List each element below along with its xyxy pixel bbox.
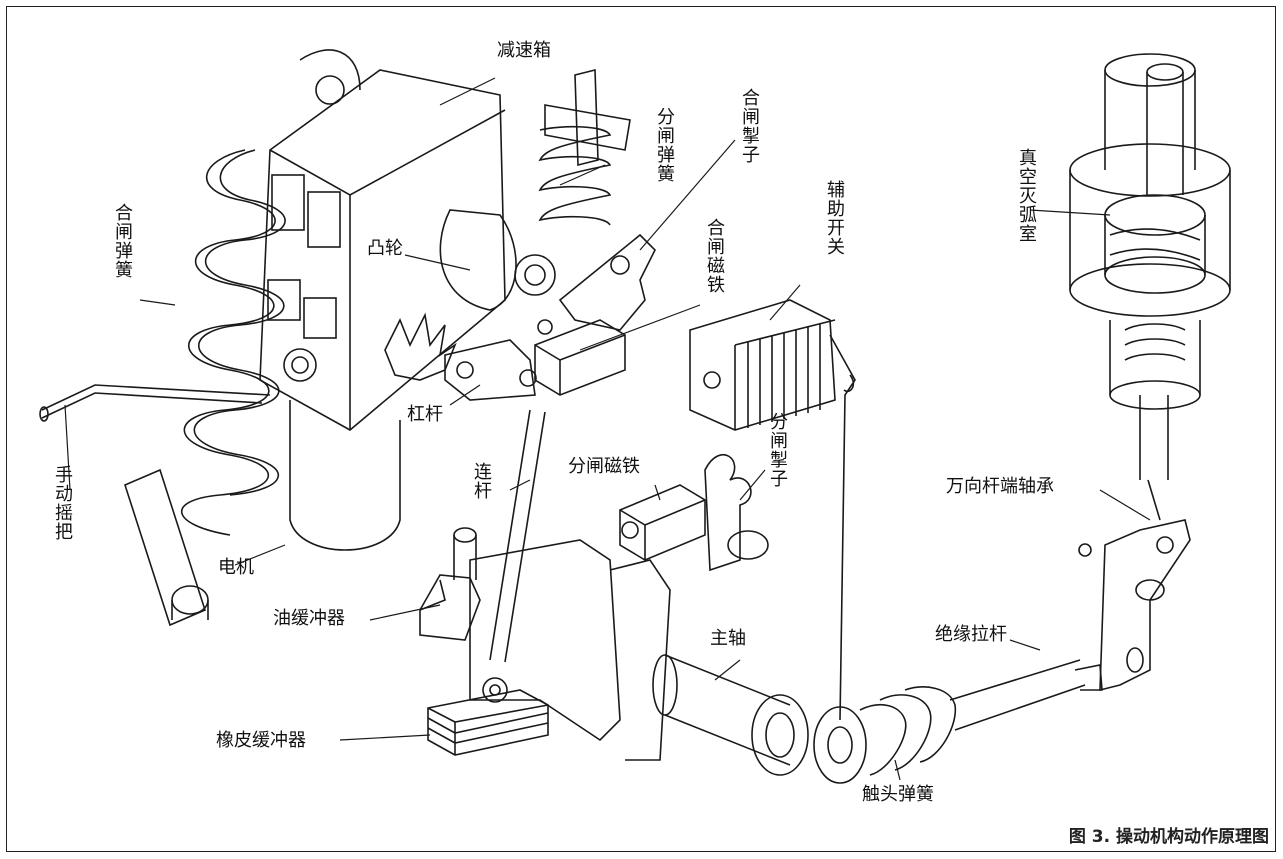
label-vacuum-interrupter: 真空灭弧室 — [1016, 148, 1037, 243]
label-closing-magnet: 合闸磁铁 — [704, 218, 725, 294]
oil-buffer-drawing — [419, 527, 481, 641]
opening-latch-drawing — [704, 454, 769, 572]
label-hand-crank: 手动摇把 — [52, 465, 73, 541]
label-contact-spring: 触头弹簧 — [862, 784, 934, 805]
opening-magnet-drawing — [619, 484, 706, 561]
label-opening-magnet: 分闸磁铁 — [568, 456, 640, 477]
motor-drawing — [289, 400, 401, 551]
main-shaft-drawing — [652, 654, 809, 776]
label-oil-buffer: 油缓冲器 — [273, 608, 345, 629]
label-closing-latch-top: 合闸掣子 — [739, 88, 760, 164]
label-opening-latch: 分闸掣子 — [767, 412, 788, 488]
reduction-box-drawing — [259, 49, 506, 431]
diagram-frame — [6, 6, 1276, 852]
label-rubber-buffer: 橡皮缓冲器 — [216, 730, 306, 751]
closing-latch-top-drawing — [537, 233, 656, 335]
label-lever: 杠杆 — [407, 404, 443, 425]
label-universal-joint-bearing: 万向杆端轴承 — [946, 476, 1054, 497]
label-reduction-box: 减速箱 — [497, 40, 551, 61]
label-main-shaft: 主轴 — [710, 628, 746, 649]
label-closing-spring-left: 合闸弹簧 — [112, 203, 133, 279]
rubber-buffer-drawing — [427, 689, 549, 756]
label-opening-spring-top: 分闸弹簧 — [654, 107, 675, 183]
label-cam: 凸轮 — [367, 238, 403, 259]
label-motor: 电机 — [218, 557, 254, 578]
opening-spring-top-drawing — [538, 68, 631, 226]
label-insulating-rod: 绝缘拉杆 — [935, 624, 1007, 645]
figure-caption: 图 3. 操动机构动作原理图 — [1068, 827, 1269, 847]
leader-lines — [64, 77, 1151, 781]
vacuum-interrupter-drawing — [1069, 53, 1231, 521]
hand-crank-drawing — [39, 384, 271, 422]
cam-drawing — [439, 209, 556, 311]
base-plate-drawing — [124, 468, 209, 627]
closing-magnet-drawing — [534, 319, 626, 396]
closing-spring-left-drawing — [181, 149, 286, 536]
lever-drawing — [444, 339, 537, 401]
label-link-rod: 连杆 — [471, 462, 492, 500]
contact-spring-drawing — [813, 659, 1103, 784]
main-bracket-drawing — [469, 539, 671, 761]
aux-switch-drawing — [689, 299, 856, 721]
label-aux-switch: 辅助开关 — [824, 180, 845, 256]
universal-joint-drawing — [1078, 519, 1191, 692]
gear-drawing — [384, 312, 457, 381]
